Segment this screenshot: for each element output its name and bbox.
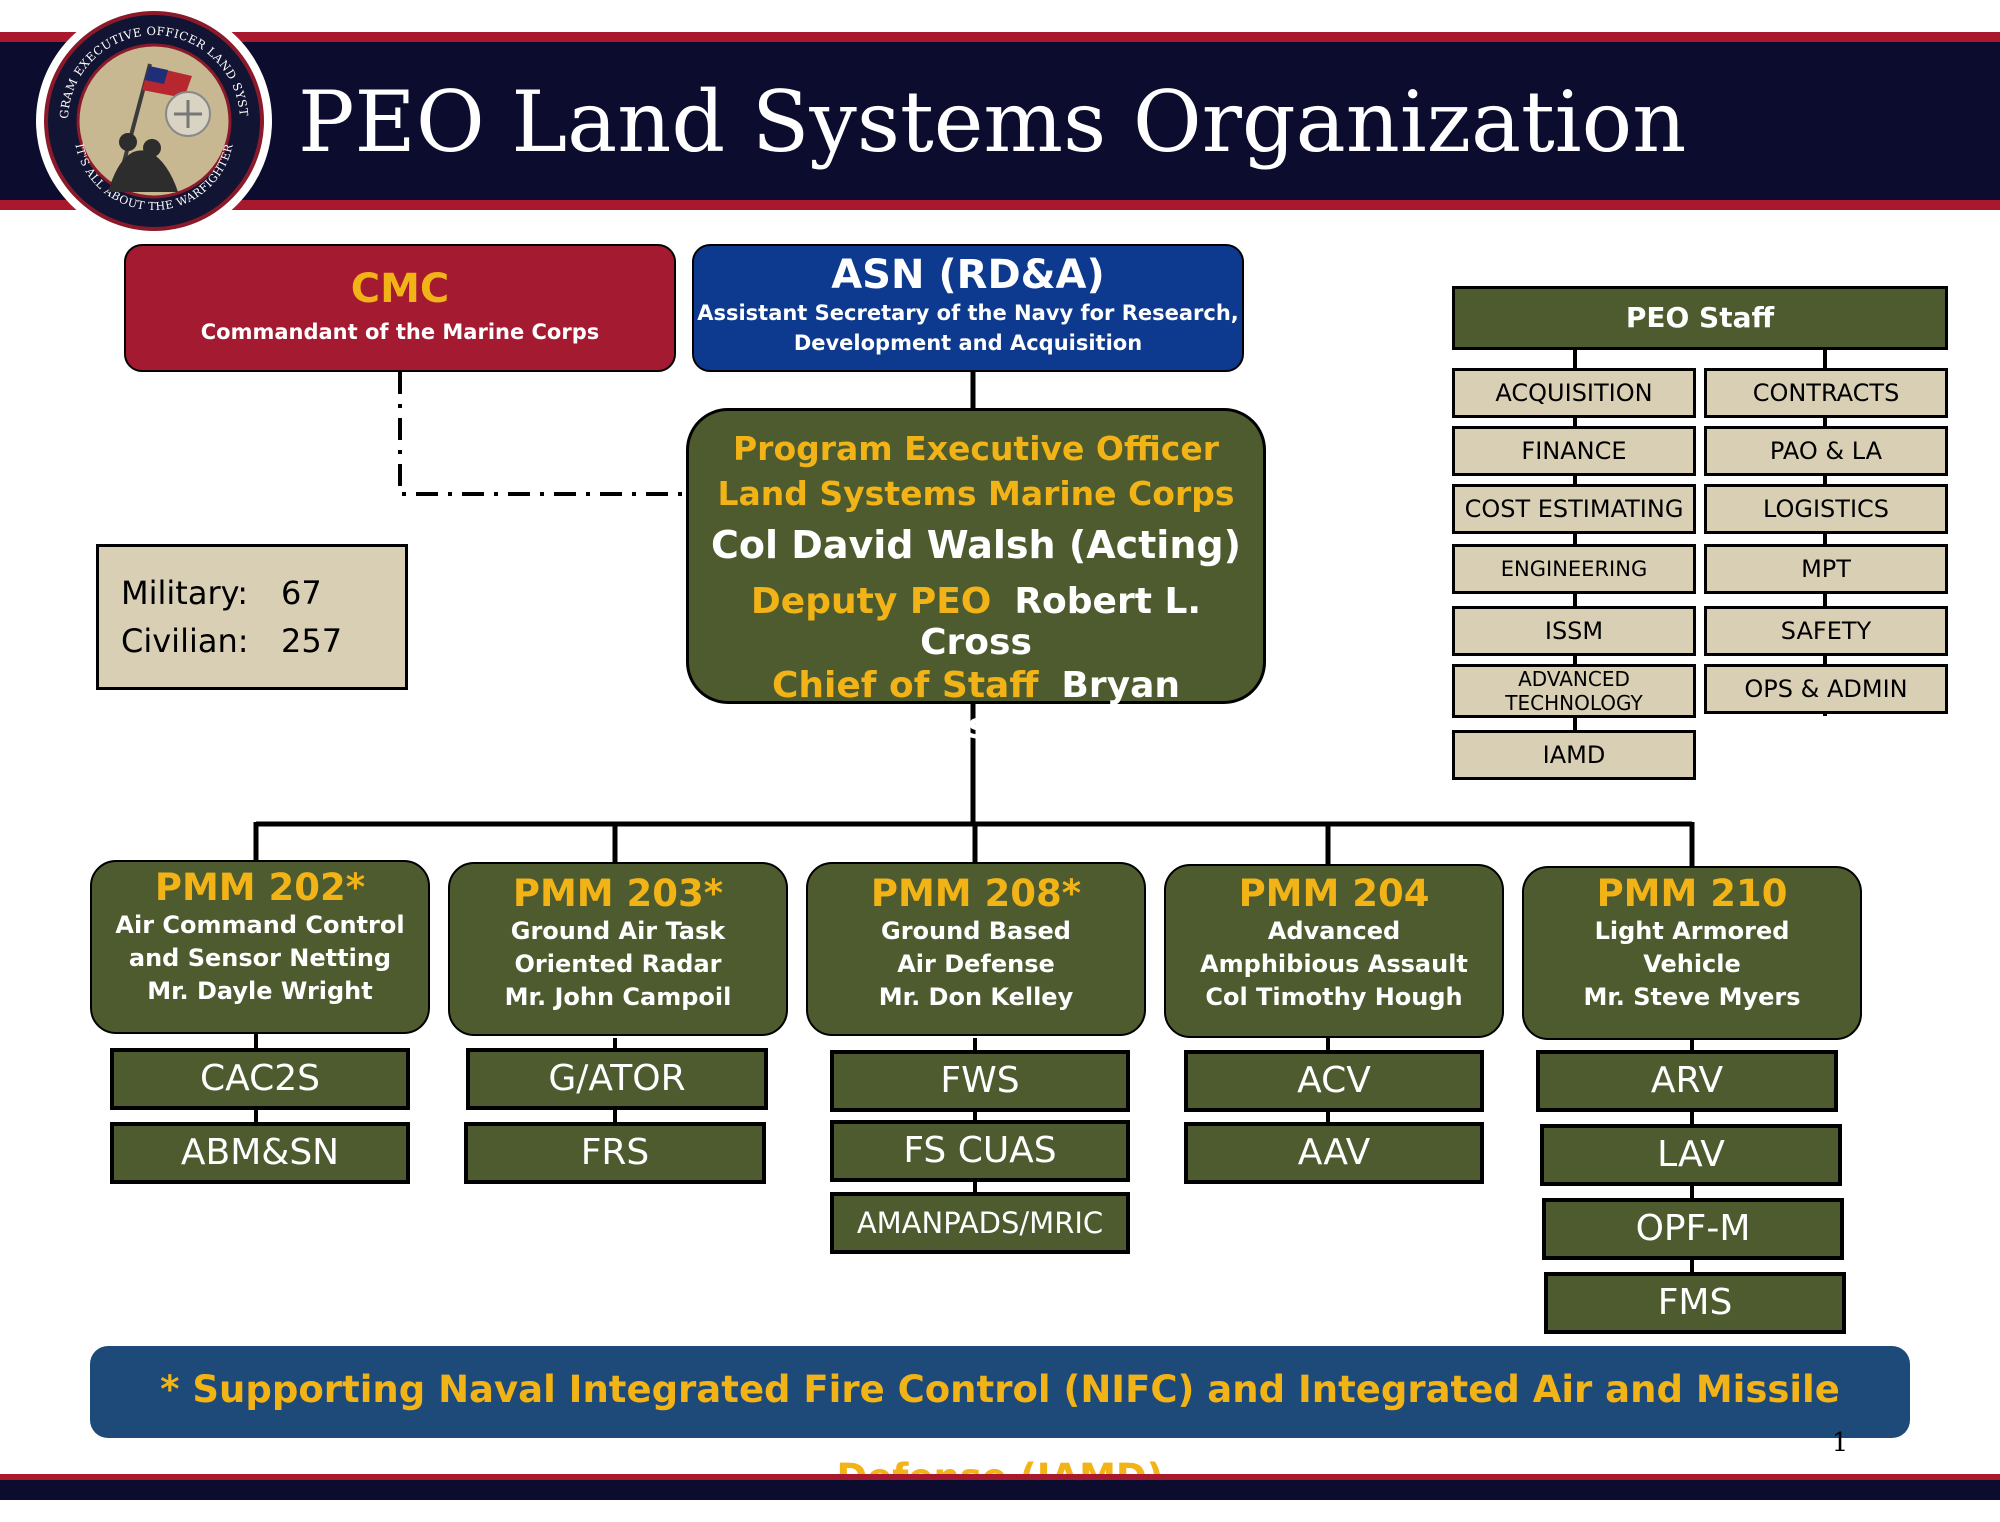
staff-ops-admin: OPS & ADMIN [1704, 664, 1948, 714]
staff-iamd: IAMD [1452, 730, 1696, 780]
program-opf-m: OPF-M [1542, 1198, 1844, 1260]
pmm-line: Mr. Steve Myers [1583, 983, 1801, 1011]
pmm-line: Air Defense [897, 950, 1055, 978]
pmm-line: Oriented Radar [514, 950, 722, 978]
pmm-line: Mr. Dayle Wright [147, 977, 373, 1005]
peo-name: Col David Walsh (Acting) [711, 523, 1241, 567]
asn-subtitle-line1: Assistant Secretary of the Navy for Rese… [697, 301, 1239, 325]
staff-engineering: ENGINEERING [1452, 544, 1696, 594]
military-value: 67 [281, 574, 322, 612]
peo-seal-logo: PROGRAM EXECUTIVE OFFICER LAND SYSTEMS I… [28, 2, 272, 239]
staff-issm: ISSM [1452, 606, 1696, 656]
pmm-203-box: PMM 203* Ground Air Task Oriented Radar … [448, 862, 788, 1036]
cmc-subtitle: Commandant of the Marine Corps [200, 320, 600, 344]
cmc-box: CMC Commandant of the Marine Corps [124, 244, 676, 372]
program-cac2s: CAC2S [110, 1048, 410, 1110]
program-lav: LAV [1540, 1124, 1842, 1186]
staff-contracts: CONTRACTS [1704, 368, 1948, 418]
pmm-title: PMM 203* [512, 872, 724, 915]
pmm-title: PMM 210 [1596, 872, 1788, 915]
deputy-label: Deputy PEO [750, 581, 992, 622]
pmm-line: Col Timothy Hough [1205, 983, 1463, 1011]
footer-red-stripe [0, 1474, 2000, 1480]
staff-safety: SAFETY [1704, 606, 1948, 656]
pmm-line: Air Command Control [115, 911, 405, 939]
pmm-line: Amphibious Assault [1200, 950, 1468, 978]
staff-logistics: LOGISTICS [1704, 484, 1948, 534]
program-fws: FWS [830, 1050, 1130, 1112]
pmm-210-box: PMM 210 Light Armored Vehicle Mr. Steve … [1522, 866, 1862, 1040]
pmm-line: Light Armored [1594, 917, 1790, 945]
header-red-stripe-top [0, 32, 2000, 42]
program-acv: ACV [1184, 1050, 1484, 1112]
program-amanpads-mric: AMANPADS/MRIC [830, 1192, 1130, 1254]
asn-title: ASN (RD&A) [831, 252, 1105, 298]
pmm-208-box: PMM 208* Ground Based Air Defense Mr. Do… [806, 862, 1146, 1036]
peo-line1: Program Executive Officer [733, 429, 1219, 468]
pmm-line: Ground Air Task [510, 917, 726, 945]
page-title: PEO Land Systems Organization [298, 73, 1687, 171]
cos-label: Chief of Staff [771, 665, 1039, 706]
pmm-line: Vehicle [1643, 950, 1741, 978]
asn-box: ASN (RD&A) Assistant Secretary of the Na… [692, 244, 1244, 372]
pmm-line: and Sensor Netting [128, 944, 392, 972]
civilian-row: Civilian: 257 [121, 617, 405, 665]
pmm-line: Ground Based [881, 917, 1071, 945]
personnel-counts: Military: 67 Civilian: 257 [96, 544, 408, 690]
staff-cost-estimating: COST ESTIMATING [1452, 484, 1696, 534]
staff-mpt: MPT [1704, 544, 1948, 594]
asn-subtitle-line2: Development and Acquisition [793, 331, 1143, 355]
deputy-name: Robert L. Cross [920, 581, 1202, 663]
cos-name: Bryan Prosser [899, 665, 1180, 747]
pmm-line: Mr. John Campoil [504, 983, 732, 1011]
pmm-title: PMM 204 [1238, 872, 1430, 915]
military-label: Military: [121, 574, 248, 612]
program-fs-cuas: FS CUAS [830, 1120, 1130, 1182]
footnote-banner: * Supporting Naval Integrated Fire Contr… [90, 1346, 1910, 1499]
program-abm-sn: ABM&SN [110, 1122, 410, 1184]
program-gator: G/ATOR [466, 1048, 768, 1110]
program-aav: AAV [1184, 1122, 1484, 1184]
military-row: Military: 67 [121, 569, 405, 617]
peo-staff-header: PEO Staff [1452, 286, 1948, 350]
staff-acquisition: ACQUISITION [1452, 368, 1696, 418]
program-arv: ARV [1536, 1050, 1838, 1112]
pmm-line: Advanced [1267, 917, 1401, 945]
civilian-label: Civilian: [121, 622, 249, 660]
pmm-line: Mr. Don Kelley [878, 983, 1074, 1011]
peo-cos-row: Chief of Staff Bryan Prosser [689, 665, 1263, 747]
pmm-202-box: PMM 202* Air Command Control and Sensor … [90, 860, 430, 1034]
program-frs: FRS [464, 1122, 766, 1184]
peo-deputy-row: Deputy PEO Robert L. Cross [689, 581, 1263, 663]
cmc-title: CMC [350, 266, 450, 312]
pmm-title: PMM 208* [870, 872, 1082, 915]
staff-finance: FINANCE [1452, 426, 1696, 476]
program-fms: FMS [1544, 1272, 1846, 1334]
peo-box: Program Executive Officer Land Systems M… [686, 408, 1266, 747]
pmm-title: PMM 202* [154, 866, 366, 909]
staff-pao-la: PAO & LA [1704, 426, 1948, 476]
header-red-stripe-bottom [0, 200, 2000, 210]
header-bar [0, 42, 2000, 200]
footer-bar [0, 1480, 2000, 1500]
staff-advanced-technology: ADVANCED TECHNOLOGY [1452, 664, 1696, 718]
pmm-204-box: PMM 204 Advanced Amphibious Assault Col … [1164, 864, 1504, 1038]
peo-line2: Land Systems Marine Corps [717, 474, 1235, 513]
civilian-value: 257 [281, 622, 343, 660]
page-number: 1 [1831, 1428, 1849, 1458]
